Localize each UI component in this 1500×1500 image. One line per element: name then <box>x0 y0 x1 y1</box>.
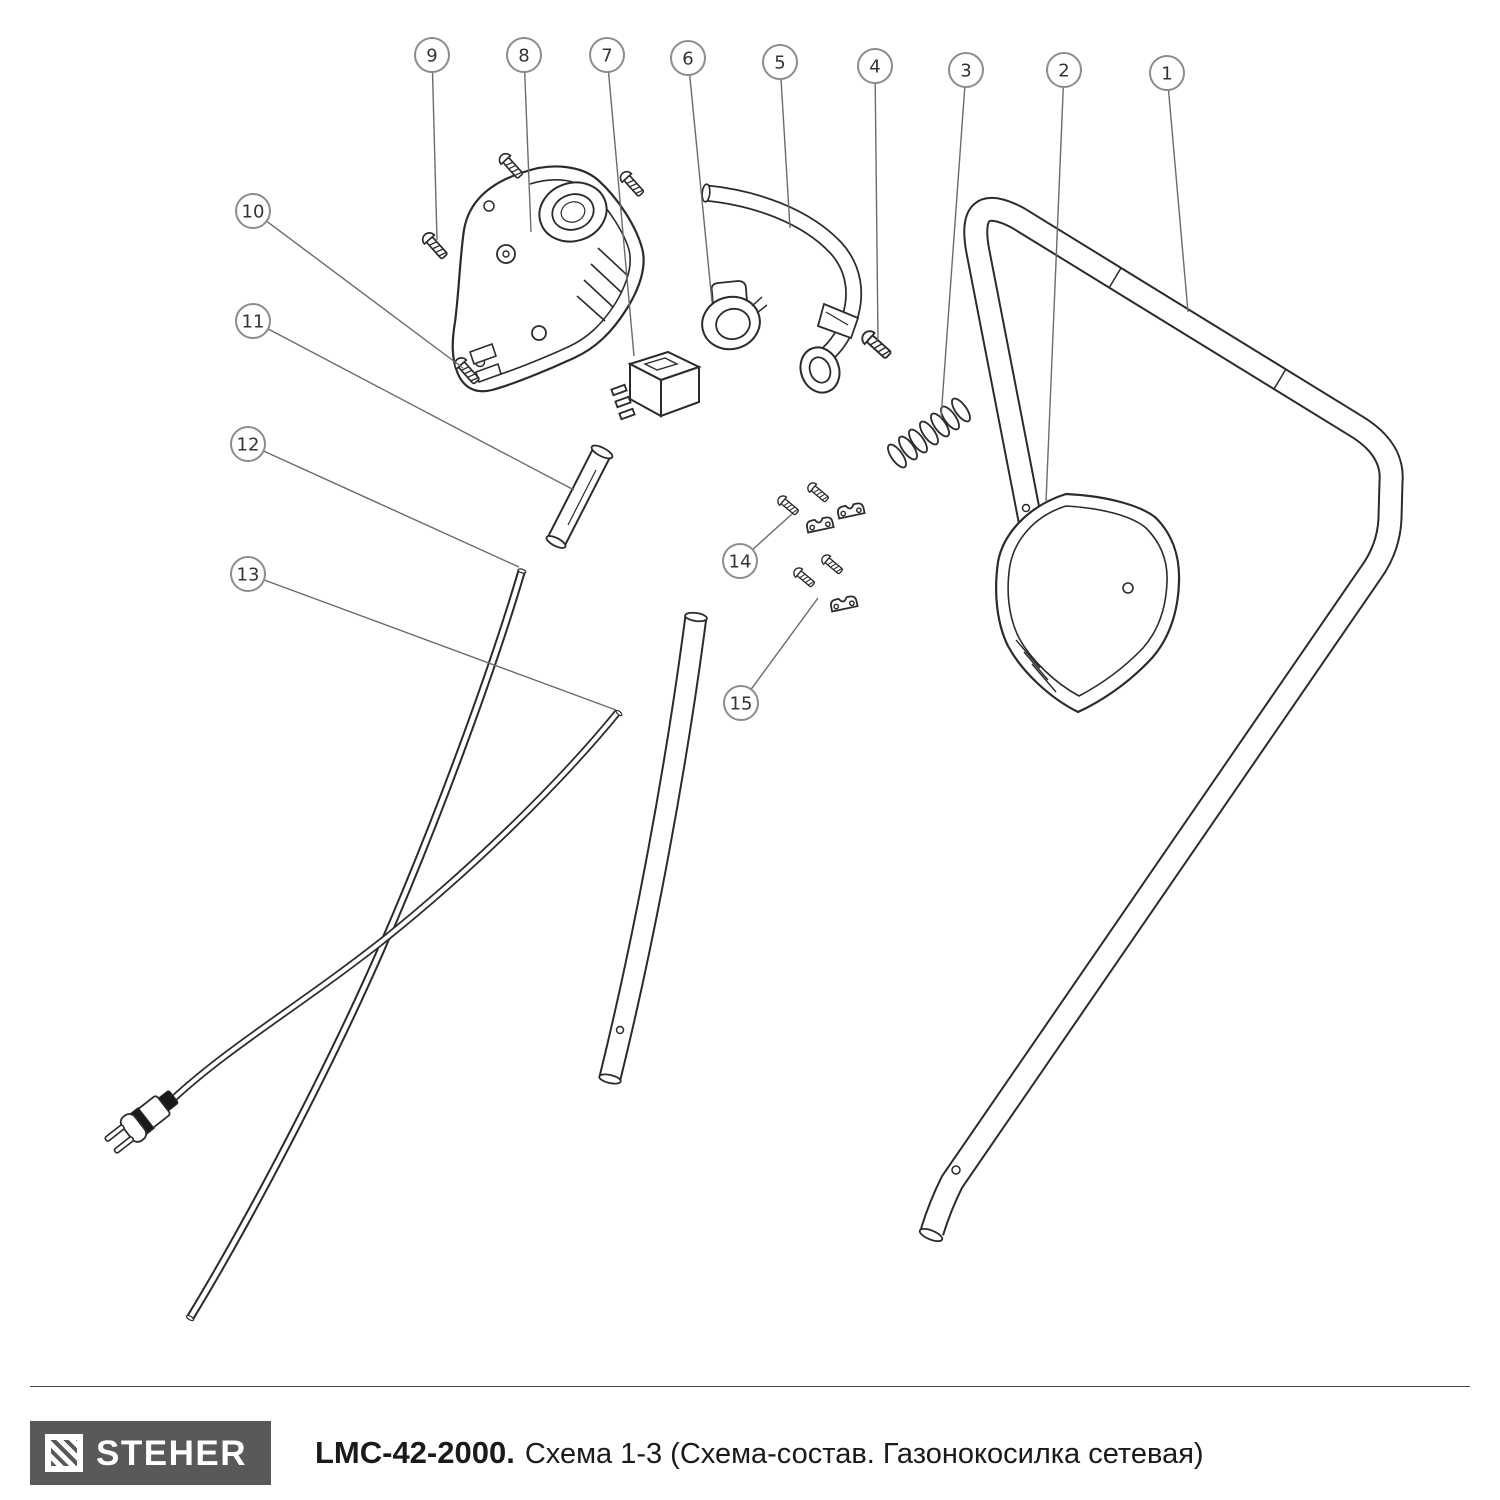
callout-leader-14 <box>752 513 793 551</box>
callout-number-15: 15 <box>730 694 753 715</box>
callout-balloon-4 <box>857 48 893 84</box>
callout-balloon-9 <box>414 37 450 73</box>
callout-leader-7 <box>607 71 635 357</box>
callout-leader-5 <box>780 78 791 229</box>
brand-logo-icon <box>45 1434 83 1472</box>
footer: STEHER LMC-42-2000. Схема 1-3 (Схема-сост… <box>30 1386 1470 1485</box>
callout-number-9: 9 <box>426 46 437 67</box>
part-upper-handlebar <box>918 196 1404 1243</box>
callout-number-6: 6 <box>682 49 693 70</box>
part-spring <box>887 397 971 469</box>
callout-balloon-8 <box>506 37 542 73</box>
callout-number-13: 13 <box>237 565 260 586</box>
callout-leader-9 <box>431 71 438 241</box>
callout-balloon-1 <box>1149 55 1185 91</box>
part-bail-lever <box>701 183 863 394</box>
callout-leader-12 <box>263 450 520 568</box>
callout-7: 7 <box>589 37 635 357</box>
callout-number-4: 4 <box>869 57 880 78</box>
power-plug <box>104 1090 179 1154</box>
callout-balloon-5 <box>762 44 798 80</box>
callout-number-7: 7 <box>601 46 612 67</box>
callout-13: 13 <box>230 556 617 711</box>
callout-leader-13 <box>263 579 617 711</box>
callout-14: 14 <box>722 513 793 579</box>
brand-name: STEHER <box>96 1433 247 1473</box>
callout-number-1: 1 <box>1161 64 1172 85</box>
callout-10: 10 <box>235 193 464 369</box>
callout-balloon-14 <box>722 543 758 579</box>
part-pin <box>545 444 614 549</box>
callout-balloon-12 <box>230 426 266 462</box>
part-switch <box>610 350 702 421</box>
callout-number-11: 11 <box>242 312 265 333</box>
callout-leader-10 <box>266 220 464 369</box>
model-number: LMC-42-2000. <box>314 1435 515 1470</box>
callout-number-14: 14 <box>729 552 752 573</box>
callout-number-12: 12 <box>237 435 260 456</box>
callout-leader-4 <box>874 82 879 341</box>
callout-balloon-6 <box>670 40 706 76</box>
callout-balloon-10 <box>235 193 271 229</box>
part-handle-cover <box>995 492 1181 714</box>
callout-9: 9 <box>414 37 450 241</box>
callout-15: 15 <box>723 597 819 721</box>
callout-balloon-2 <box>1046 52 1082 88</box>
callout-number-2: 2 <box>1058 61 1069 82</box>
callout-leader-15 <box>750 597 819 690</box>
callout-number-5: 5 <box>774 53 785 74</box>
callout-balloon-7 <box>589 37 625 73</box>
brand-logo: STEHER <box>30 1421 271 1485</box>
callout-number-10: 10 <box>242 202 265 223</box>
callout-number-3: 3 <box>960 61 971 82</box>
callout-4: 4 <box>857 48 893 341</box>
callout-6: 6 <box>670 40 713 303</box>
callout-leader-3 <box>940 86 966 419</box>
callout-12: 12 <box>230 426 520 568</box>
part-power-cable <box>104 709 623 1154</box>
callout-leader-2 <box>1045 86 1064 503</box>
callout-balloon-3 <box>948 52 984 88</box>
callout-3: 3 <box>940 52 984 419</box>
part-lower-handle-tube <box>598 611 708 1085</box>
callout-balloon-15 <box>723 685 759 721</box>
diagram-subtitle: Схема 1-3 (Схема-состав. Газонокосилка с… <box>524 1438 1204 1470</box>
callout-number-8: 8 <box>518 46 529 67</box>
part-cable-clamp-ring <box>701 280 768 351</box>
part-switch-housing <box>451 165 645 393</box>
part-rod <box>185 568 527 1322</box>
callout-2: 2 <box>1045 52 1082 503</box>
callout-leader-1 <box>1167 89 1189 313</box>
callout-8: 8 <box>506 37 542 233</box>
callout-leader-11 <box>267 328 575 491</box>
screw-9 <box>419 229 451 262</box>
diagram-caption: LMC-42-2000. Схема 1-3 (Схема-состав. Газ… <box>315 1435 1204 1471</box>
callout-1: 1 <box>1149 55 1189 313</box>
callout-leader-8 <box>524 71 532 233</box>
callout-balloon-11 <box>235 303 271 339</box>
callout-balloon-13 <box>230 556 266 592</box>
screw-4 <box>858 327 895 362</box>
callout-leader-6 <box>689 74 713 303</box>
callout-11: 11 <box>235 303 575 491</box>
callout-5: 5 <box>762 44 798 229</box>
part-cable-clip-15 <box>791 552 859 613</box>
part-cable-clips-14 <box>775 480 866 534</box>
housing-screw-right <box>617 168 647 200</box>
